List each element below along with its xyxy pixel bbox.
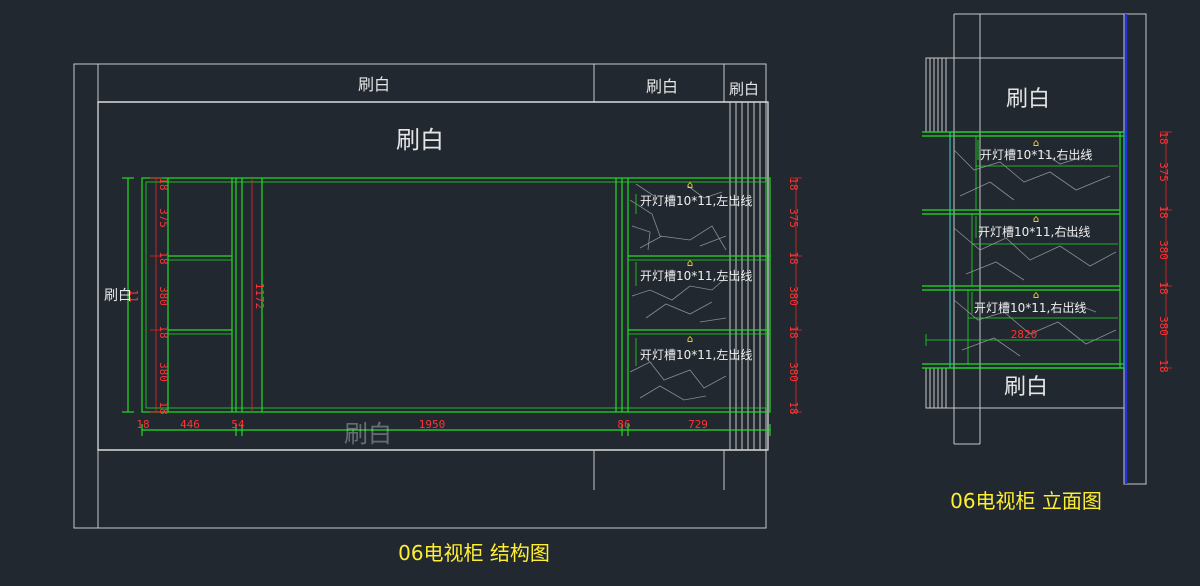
elevation-dimensions: 18 375 18 380 18 380 18 2820 — [1011, 131, 1170, 372]
svg-text:⌂: ⌂ — [1033, 138, 1039, 149]
svg-text:380: 380 — [1157, 240, 1170, 260]
elevation-drawing: 刷白 刷白 ⌂ 开灯槽10*11,右出线 ⌂ 开灯槽10*11,右出线 ⌂ 开灯… — [922, 13, 1172, 513]
left-wall-hatch — [73, 63, 99, 529]
elevation-light-slot-2: ⌂ 开灯槽10*11,右出线 — [975, 214, 1090, 239]
right-edge-dimensions: 18 375 18 380 18 380 18 — [787, 177, 800, 414]
structure-drawing: 刷白 刷白 刷白 刷白 刷白 刷白 ⌂ 开灯槽10*11,左出线 ⌂ 开灯槽10… — [73, 63, 802, 565]
svg-text:18: 18 — [157, 325, 170, 338]
elevation-dim-chain — [1160, 131, 1172, 369]
structure-title: 06电视柜 结构图 — [398, 541, 550, 565]
elevation-light-slot-3: ⌂ 开灯槽10*11,右出线 — [971, 290, 1086, 315]
svg-text:开灯槽10*11,右出线: 开灯槽10*11,右出线 — [980, 147, 1092, 162]
svg-text:开灯槽10*11,右出线: 开灯槽10*11,右出线 — [974, 300, 1086, 315]
left-column-dimensions: 18 375 18 380 18 380 18 1172 11 — [127, 177, 266, 414]
svg-text:⌂: ⌂ — [687, 334, 693, 345]
svg-text:18: 18 — [1157, 205, 1170, 218]
svg-text:54: 54 — [231, 418, 245, 431]
svg-text:开灯槽10*11,左出线: 开灯槽10*11,左出线 — [640, 268, 752, 283]
finish-label-top-right: 刷白 — [729, 80, 759, 98]
elevation-width-dim: 2820 — [1011, 328, 1038, 341]
svg-text:18: 18 — [136, 418, 149, 431]
marble-texture-elevation — [953, 149, 1117, 357]
svg-text:18: 18 — [1157, 131, 1170, 144]
finish-label-left: 刷白 — [104, 288, 132, 304]
svg-text:375: 375 — [157, 208, 170, 228]
light-slot-note-2: ⌂ 开灯槽10*11,左出线 — [635, 258, 752, 286]
cabinet-frame — [141, 177, 771, 413]
svg-text:18: 18 — [157, 401, 170, 414]
finish-label-top-left: 刷白 — [358, 75, 390, 94]
svg-text:729: 729 — [688, 418, 708, 431]
svg-text:18: 18 — [787, 251, 800, 264]
finish-label-wall: 刷白 — [396, 126, 444, 154]
light-slot-note-3: ⌂ 开灯槽10*11,左出线 — [635, 334, 752, 366]
svg-text:18: 18 — [787, 325, 800, 338]
svg-text:开灯槽10*11,左出线: 开灯槽10*11,左出线 — [640, 193, 752, 208]
svg-text:18: 18 — [787, 401, 800, 414]
right-dim-chain — [790, 177, 802, 413]
svg-text:18: 18 — [157, 251, 170, 264]
svg-text:375: 375 — [1157, 162, 1170, 182]
svg-text:开灯槽10*11,左出线: 开灯槽10*11,左出线 — [640, 347, 752, 362]
svg-text:380: 380 — [1157, 316, 1170, 336]
svg-text:⌂: ⌂ — [1033, 214, 1039, 225]
svg-text:380: 380 — [157, 286, 170, 306]
svg-text:⌂: ⌂ — [1033, 290, 1039, 301]
left-dim-chain — [150, 177, 162, 413]
svg-text:开灯槽10*11,右出线: 开灯槽10*11,右出线 — [978, 224, 1090, 239]
left-overall-dim: 11 — [127, 289, 140, 302]
svg-text:446: 446 — [180, 418, 200, 431]
elevation-light-slot-1: ⌂ 开灯槽10*11,右出线 — [977, 138, 1092, 162]
elevation-wall-hatch — [1123, 13, 1147, 485]
bottom-dim-chain — [141, 424, 771, 436]
svg-text:380: 380 — [787, 286, 800, 306]
svg-text:18: 18 — [1157, 359, 1170, 372]
svg-text:18: 18 — [157, 177, 170, 190]
elevation-title: 06电视柜 立面图 — [950, 489, 1102, 513]
elevation-finish-top: 刷白 — [1006, 87, 1050, 112]
finish-label-top-mid: 刷白 — [646, 77, 678, 96]
svg-text:375: 375 — [787, 208, 800, 228]
svg-text:18: 18 — [787, 177, 800, 190]
light-slot-note-1: ⌂ 开灯槽10*11,左出线 — [635, 180, 752, 214]
svg-text:⌂: ⌂ — [687, 258, 693, 269]
svg-text:380: 380 — [787, 362, 800, 382]
svg-text:1950: 1950 — [419, 418, 446, 431]
svg-text:⌂: ⌂ — [687, 180, 693, 191]
bottom-dimensions: 18 446 54 1950 86 729 — [136, 418, 708, 431]
svg-text:380: 380 — [157, 362, 170, 382]
marble-texture-left — [629, 183, 729, 401]
svg-text:86: 86 — [617, 418, 630, 431]
middle-height-dim: 1172 — [253, 283, 266, 310]
finish-label-bottom: 刷白 — [344, 420, 392, 448]
elevation-finish-bottom: 刷白 — [1004, 375, 1048, 400]
svg-text:18: 18 — [1157, 281, 1170, 294]
